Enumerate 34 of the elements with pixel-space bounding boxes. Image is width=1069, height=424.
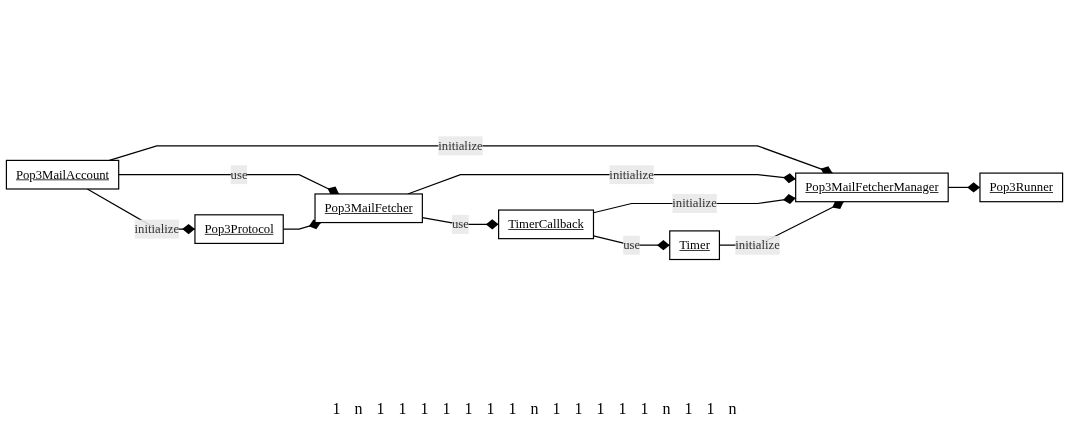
class-box: Pop3MailAccount (5, 159, 120, 190)
class-box: Timer (669, 230, 720, 261)
edge-label: initialize (672, 194, 717, 214)
class-box: TimerCallback (498, 209, 595, 240)
multiplicity-label: 1 (508, 400, 517, 418)
multiplicity-label: 1 (574, 400, 583, 418)
edge-label: use (623, 235, 641, 255)
multiplicity-label: n (728, 400, 737, 418)
edge-label: initialize (609, 165, 654, 185)
edge-label: initialize (438, 136, 483, 156)
multiplicity-label: n (354, 400, 363, 418)
class-box: Pop3Runner (979, 172, 1064, 203)
multiplicity-label: n (662, 400, 671, 418)
multiplicity-label: 1 (442, 400, 451, 418)
edge-label: use (452, 214, 469, 234)
class-box: Pop3Protocol (194, 214, 284, 245)
multiplicity-label: 1 (398, 400, 407, 418)
multiplicity-label: 1 (464, 400, 473, 418)
edge-label: initialize (735, 235, 780, 255)
multiplicity-label: 1 (640, 400, 649, 418)
class-box: Pop3MailFetcherManager (795, 172, 949, 203)
multiplicity-label: 1 (706, 400, 715, 418)
edge-label: initialize (134, 219, 180, 239)
edge-label: use (230, 165, 248, 185)
multiplicity-label: 1 (618, 400, 627, 418)
multiplicity-label: 1 (486, 400, 495, 418)
multiplicity-label: 1 (376, 400, 385, 418)
multiplicity-label: 1 (552, 400, 561, 418)
multiplicity-label: 1 (332, 400, 341, 418)
class-box: Pop3MailFetcher (314, 193, 423, 224)
multiplicity-label: 1 (420, 400, 429, 418)
multiplicity-label: n (530, 400, 539, 418)
multiplicity-label: 1 (596, 400, 605, 418)
multiplicity-label: 1 (684, 400, 693, 418)
